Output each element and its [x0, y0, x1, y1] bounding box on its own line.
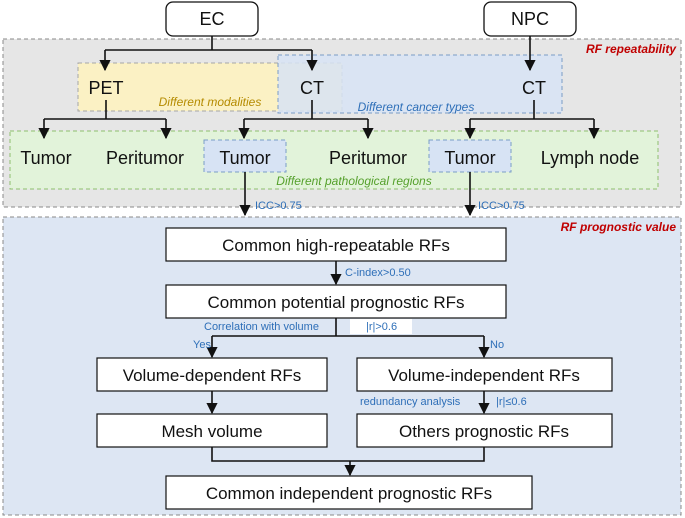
ct-tumor-label: Tumor	[219, 148, 270, 168]
cancer-types-region	[277, 54, 563, 114]
repeatability-panel-label: RF repeatability	[586, 42, 677, 56]
npc-lymph-node-label: Lymph node	[541, 148, 639, 168]
cancer-types-region-label: Different cancer types	[358, 100, 475, 114]
common-high-repeatable-label: Common high-repeatable RFs	[222, 236, 450, 255]
ct-ec-label: CT	[300, 78, 324, 98]
npc-tumor-box	[428, 139, 512, 173]
ct-peritumor-label: Peritumor	[329, 148, 407, 168]
volume-independent-box	[356, 357, 613, 392]
ct-npc-label: CT	[522, 78, 546, 98]
mesh-volume-label: Mesh volume	[161, 422, 262, 441]
common-potential-box	[165, 284, 507, 319]
modalities-region-label: Different modalities	[159, 95, 262, 109]
others-prognostic-box	[356, 413, 613, 448]
common-high-repeatable-box	[165, 227, 507, 262]
yes-label: Yes	[193, 339, 211, 351]
ct-tumor-box	[203, 139, 287, 173]
ec-label: EC	[199, 9, 224, 29]
correlation-threshold-label: |r|>0.6	[366, 321, 397, 333]
pet-tumor-label: Tumor	[20, 148, 71, 168]
common-independent-label: Common independent prognostic RFs	[206, 484, 492, 503]
pet-label: PET	[88, 78, 123, 98]
volume-dependent-label: Volume-dependent RFs	[123, 366, 302, 385]
ct-npc-branch-connector	[470, 100, 594, 120]
mesh-volume-box	[96, 413, 328, 448]
cindex-label: C-index>0.50	[345, 267, 411, 279]
redundancy-label: redundancy analysis	[360, 396, 461, 408]
icc-left-label: ICC>0.75	[255, 200, 302, 212]
ct-ec-branch-connector	[244, 100, 368, 120]
correlation-label: Correlation with volume	[204, 321, 319, 333]
ec-connector	[105, 36, 312, 51]
icc-right-label: ICC>0.75	[478, 200, 525, 212]
redundancy-threshold-label: |r|≤0.6	[496, 396, 527, 408]
volume-dependent-box	[96, 357, 328, 392]
npc-label: NPC	[511, 9, 549, 29]
no-label: No	[490, 339, 504, 351]
pathological-region	[9, 130, 659, 190]
common-independent-box	[165, 475, 533, 510]
correlation-threshold-box	[350, 319, 412, 334]
pet-peritumor-label: Peritumor	[106, 148, 184, 168]
merge-connector	[211, 447, 485, 462]
correlation-connector	[212, 318, 484, 337]
common-potential-label: Common potential prognostic RFs	[207, 293, 464, 312]
pathological-region-label: Different pathological regions	[276, 174, 431, 188]
prognostic-panel-label: RF prognostic value	[561, 220, 677, 234]
npc-tumor-label: Tumor	[444, 148, 495, 168]
volume-independent-label: Volume-independent RFs	[388, 366, 580, 385]
pet-branch-connector	[44, 100, 166, 120]
others-prognostic-label: Others prognostic RFs	[399, 422, 569, 441]
